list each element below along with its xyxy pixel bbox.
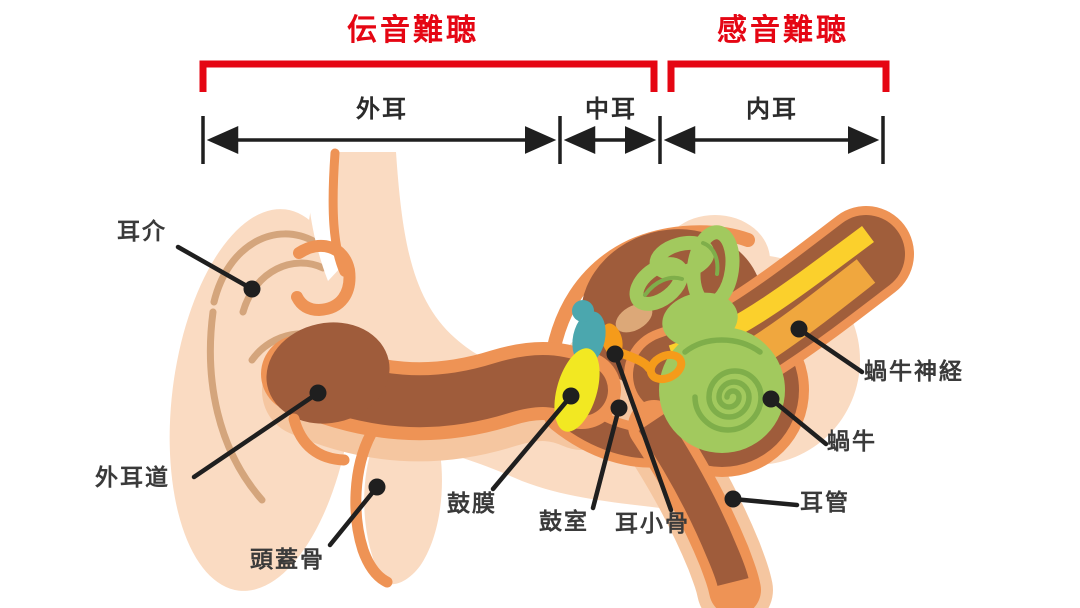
- leader-dots: [243, 280, 808, 508]
- concha-shape: [266, 322, 390, 424]
- conductive-bracket: [199, 60, 658, 92]
- cochlea-spiral: [643, 241, 764, 433]
- cochlear-nerve-label: 蝸牛神経: [864, 358, 964, 384]
- tragus-hook: [291, 239, 356, 317]
- eustachian-tube-label: 耳管: [800, 489, 850, 515]
- leader-lines: [175, 244, 865, 548]
- ossicles-label: 耳小骨: [615, 510, 690, 536]
- outer-ear-region-label: 外耳: [356, 96, 408, 123]
- skull-fold-line: [350, 428, 393, 588]
- skin-fold-lines: [288, 148, 393, 588]
- skull-fold-strip: [364, 432, 442, 585]
- tympanic-cavity-label: 鼓室: [539, 508, 589, 534]
- inner-ear-shape: [629, 225, 785, 453]
- cochlea-label: 蝸牛: [827, 428, 877, 454]
- conductive-loss-title: 伝音難聴: [347, 14, 479, 47]
- middle-ear-region-label: 中耳: [585, 96, 637, 123]
- eardrum-label: 鼓膜: [447, 490, 497, 516]
- sensorineural-bracket: [667, 60, 890, 92]
- eustachian-tube-shape: [628, 400, 761, 608]
- auricle-label: 耳介: [117, 218, 167, 244]
- sensorineural-loss-title: 感音難聴: [717, 14, 849, 47]
- region-arrows: [201, 116, 885, 164]
- semicircular-canals: [629, 225, 740, 311]
- inner-ear-region-label: 内耳: [746, 96, 798, 123]
- skull-label: 頭蓋骨: [250, 546, 325, 572]
- cavity-recess: [615, 303, 653, 333]
- ear-canal-label: 外耳道: [95, 464, 170, 490]
- stapes-ring: [646, 350, 686, 384]
- antitragus-fold: [288, 413, 350, 466]
- section-brackets: [199, 60, 890, 92]
